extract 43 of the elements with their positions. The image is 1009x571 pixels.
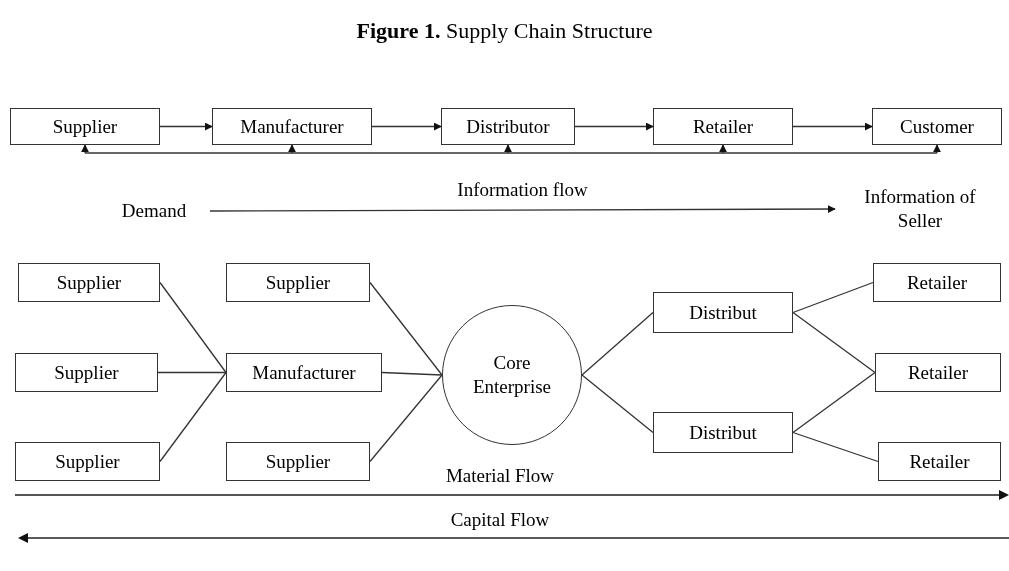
process-box: Supplier bbox=[226, 263, 370, 302]
process-box: Supplier bbox=[18, 263, 160, 302]
connector-line bbox=[792, 371, 876, 434]
process-box: Retailer bbox=[873, 263, 1001, 302]
connector-line bbox=[369, 374, 443, 463]
arrow bbox=[719, 144, 727, 154]
process-box: Distribut bbox=[653, 412, 793, 453]
node-text: Information of Seller bbox=[845, 182, 995, 236]
arrow bbox=[933, 144, 941, 154]
connector-line bbox=[157, 371, 227, 374]
connector-line bbox=[792, 431, 879, 463]
process-box: Distributor bbox=[441, 108, 575, 145]
connector-line bbox=[159, 281, 227, 374]
arrow bbox=[288, 144, 296, 154]
connector-line bbox=[381, 371, 443, 376]
process-box: Distribut bbox=[653, 292, 793, 333]
process-box: Supplier bbox=[226, 442, 370, 481]
connector-line bbox=[581, 311, 654, 376]
process-box: Manufacturer bbox=[226, 353, 382, 392]
process-box: Retailer bbox=[878, 442, 1001, 481]
figure-title: Figure 1. Supply Chain Structure bbox=[355, 17, 654, 45]
arrow bbox=[209, 205, 836, 213]
process-box: Supplier bbox=[10, 108, 160, 145]
flow-label: Capital Flow bbox=[449, 510, 551, 529]
arrow bbox=[159, 122, 213, 131]
process-box: Customer bbox=[872, 108, 1002, 145]
flow-label: Material Flow bbox=[444, 466, 556, 485]
connector-line bbox=[792, 281, 874, 314]
process-box: Supplier bbox=[15, 353, 158, 392]
node-text: Demand bbox=[104, 199, 204, 223]
process-box: Retailer bbox=[875, 353, 1001, 392]
connector-line bbox=[792, 311, 876, 374]
arrow bbox=[504, 144, 512, 154]
connector-line bbox=[581, 374, 654, 434]
arrow bbox=[574, 122, 654, 131]
arrow bbox=[81, 144, 89, 154]
arrow bbox=[792, 122, 873, 131]
connector-line bbox=[159, 371, 227, 463]
arrow bbox=[371, 122, 442, 131]
process-box: Supplier bbox=[15, 442, 160, 481]
process-box: Retailer bbox=[653, 108, 793, 145]
process-box: Manufacturer bbox=[212, 108, 372, 145]
connector-line bbox=[369, 281, 443, 376]
